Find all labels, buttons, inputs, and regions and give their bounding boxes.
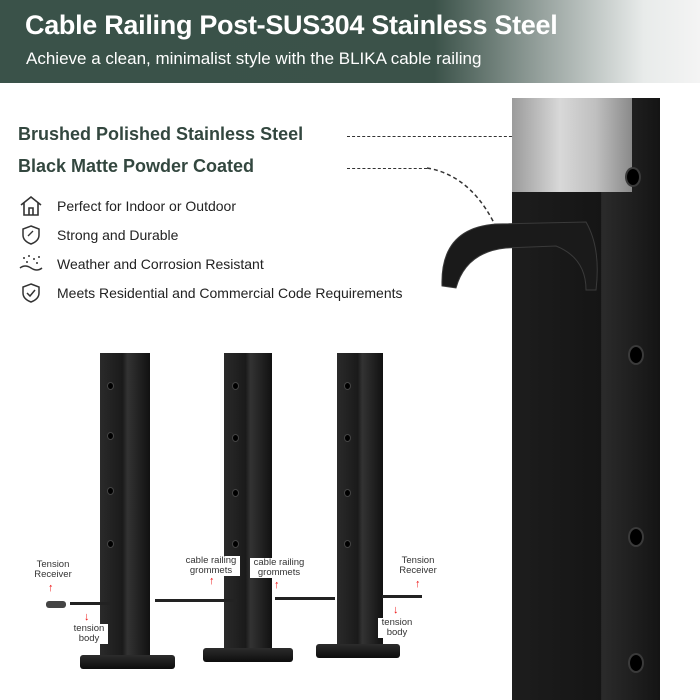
post-hole [108, 541, 113, 547]
post-hole [630, 529, 642, 545]
feature-item: Meets Residential and Commercial Code Re… [18, 282, 403, 304]
feature-label: Weather and Corrosion Resistant [57, 256, 264, 272]
post-hole [108, 383, 113, 389]
post-end-right [337, 353, 383, 648]
arrow-up-icon: ↑ [415, 578, 421, 590]
label-grommets: cable railing grommets [250, 558, 308, 578]
label-tension-body: tension body [70, 624, 108, 644]
header-banner: Cable Railing Post-SUS304 Stainless Stee… [0, 0, 700, 83]
post-hole [630, 655, 642, 671]
post-hole [108, 433, 113, 439]
shield-icon [22, 225, 40, 245]
post-hole [233, 383, 238, 389]
post-hole [233, 541, 238, 547]
post-hole [345, 383, 350, 389]
spec-stainless: Brushed Polished Stainless Steel [18, 124, 304, 144]
label-tension-receiver: Tension Receiver [30, 560, 76, 580]
large-post [512, 98, 660, 700]
post-hole [630, 347, 642, 363]
post-hole [345, 490, 350, 496]
callout-line [347, 136, 517, 137]
house-icon [20, 195, 42, 216]
arrow-down-icon: ↓ [84, 611, 90, 623]
cable [155, 599, 237, 602]
arrow-up-icon: ↑ [274, 579, 280, 591]
page-subtitle: Achieve a clean, minimalist style with t… [26, 49, 482, 68]
stainless-cap [512, 98, 632, 192]
post-hole [233, 490, 238, 496]
post-base [80, 655, 175, 669]
feature-label: Perfect for Indoor or Outdoor [57, 198, 236, 214]
tension-body-part [70, 602, 112, 605]
label-tension-receiver: Tension Receiver [395, 556, 441, 576]
page-title: Cable Railing Post-SUS304 Stainless Stee… [25, 10, 558, 40]
spec-powder-coated: Black Matte Powder Coated [18, 156, 255, 176]
post-hole [233, 435, 238, 441]
weather-icon [19, 255, 43, 271]
post-base [316, 644, 400, 658]
post-hole [108, 488, 113, 494]
label-tension-body: tension body [378, 618, 416, 638]
shield-check-icon [22, 283, 40, 303]
arrow-up-icon: ↑ [209, 575, 215, 587]
arrow-down-icon: ↓ [393, 604, 399, 616]
callout-line [347, 168, 427, 169]
post-hole [345, 435, 350, 441]
tension-body-part [382, 595, 422, 598]
feature-item: Perfect for Indoor or Outdoor [18, 195, 236, 217]
post-hole [345, 541, 350, 547]
feature-label: Strong and Durable [57, 227, 179, 243]
label-grommets: cable railing grommets [182, 556, 240, 576]
feature-label: Meets Residential and Commercial Code Re… [57, 285, 403, 301]
post-end-left [100, 353, 150, 658]
feature-item: Strong and Durable [18, 224, 178, 246]
post-middle [224, 353, 272, 653]
cable [275, 597, 335, 600]
coating-sample [441, 221, 598, 291]
post-base [203, 648, 293, 662]
tension-receiver-part [46, 601, 66, 608]
feature-item: Weather and Corrosion Resistant [18, 253, 264, 275]
arrow-up-icon: ↑ [48, 582, 54, 594]
post-hole [627, 169, 639, 185]
